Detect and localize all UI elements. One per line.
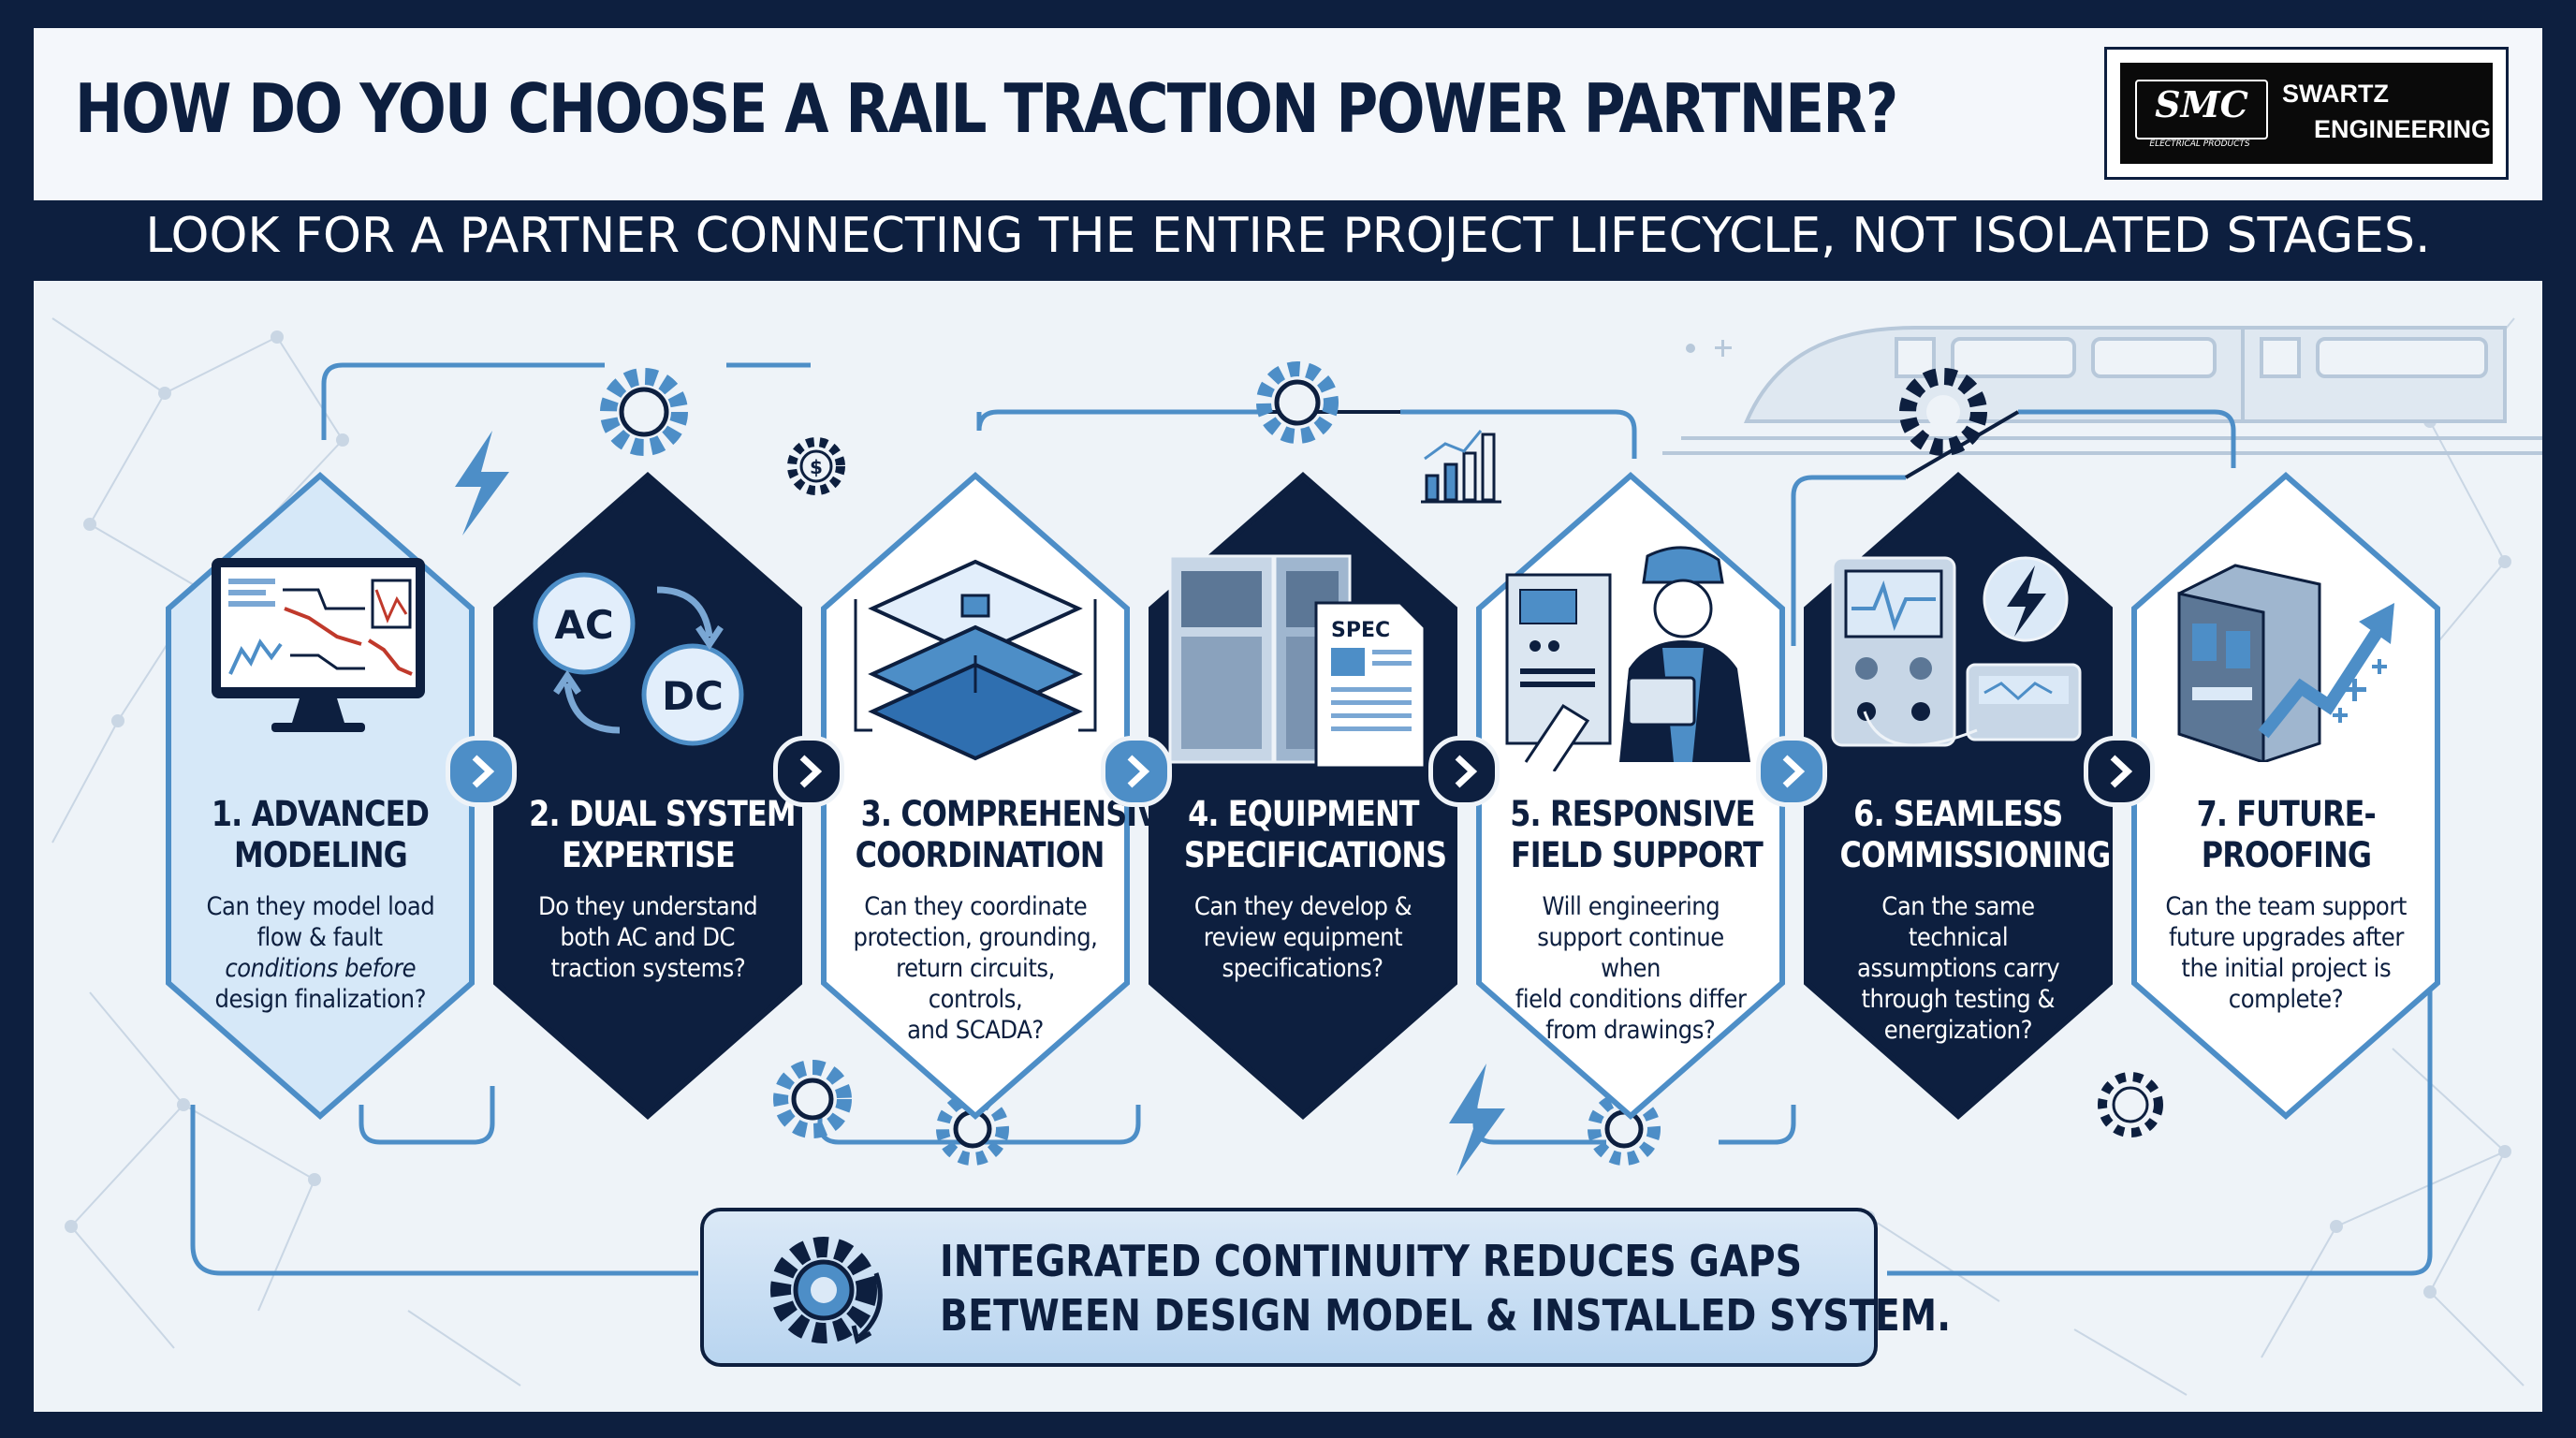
- step-5-card[interactable]: 5. RESPONSIVE FIELD SUPPORT Will enginee…: [1471, 468, 1790, 1123]
- step-3-title: 3. COMPREHENSIVE COORDINATION: [855, 794, 1179, 875]
- logo-background: SMC ELECTRICAL PRODUCTS SWARTZ ENGINEERI…: [2120, 63, 2493, 164]
- step-2-question: Do they understand both AC and DC tracti…: [537, 892, 758, 983]
- lightning-bolt-icon: [1449, 1064, 1505, 1176]
- footer-line-2: BETWEEN DESIGN MODEL & INSTALLED SYSTEM.: [940, 1290, 1952, 1341]
- step-5-question: Will engineering support continue when f…: [1515, 892, 1747, 1045]
- next-arrow-icon: [1756, 736, 1827, 807]
- next-arrow-icon: [2084, 736, 2155, 807]
- step-2-title: 2. DUAL SYSTEM EXPERTISE: [529, 794, 796, 875]
- step-3-question: Can they coordinate protection, groundin…: [853, 892, 1098, 1045]
- page-title: HOW DO YOU CHOOSE A RAIL TRACTION POWER …: [75, 69, 1898, 148]
- logo-name-line2: ENGINEERING: [2313, 115, 2491, 143]
- step-4-card[interactable]: SPEC 4. EQUIPMENT SPECIFICATIONS Can the…: [1144, 468, 1462, 1123]
- logo-mark: SMC: [2135, 80, 2268, 139]
- footer-line-1: INTEGRATED CONTINUITY REDUCES GAPS: [940, 1236, 1803, 1286]
- svg-text:AC: AC: [554, 602, 613, 648]
- next-arrow-icon: [446, 736, 517, 807]
- train-illustration: [1662, 326, 2542, 455]
- step-7-title: 7. FUTURE- PROOFING: [2196, 794, 2376, 875]
- field-engineer-icon: [1505, 546, 1750, 771]
- svg-text:DC: DC: [662, 673, 724, 719]
- svg-text:$: $: [810, 456, 823, 478]
- step-4-title: 4. EQUIPMENT SPECIFICATIONS: [1183, 794, 1447, 875]
- gear-icon: [773, 1060, 852, 1138]
- cabinet-spec-icon: SPEC: [1168, 554, 1427, 770]
- logo-name-line1: SWARTZ: [2282, 80, 2389, 108]
- step-5-title: 5. RESPONSIVE FIELD SUPPORT: [1510, 794, 1764, 875]
- next-arrow-icon: [1101, 736, 1172, 807]
- gear-icon: [1256, 361, 1339, 444]
- company-logo: SMC ELECTRICAL PRODUCTS SWARTZ ENGINEERI…: [2104, 47, 2509, 180]
- hexagon-shape: [821, 472, 1130, 1120]
- step-6-question: Can the same technical assumptions carry…: [1856, 892, 2060, 1045]
- monitor-chart-icon: [212, 558, 425, 732]
- gear-icon: [1899, 368, 1987, 456]
- logo-mark-text: SMC: [2155, 83, 2248, 125]
- content-area: $: [34, 281, 2542, 1412]
- step-1-title: 1. ADVANCED MODELING: [211, 794, 430, 875]
- subtitle: LOOK FOR A PARTNER CONNECTING THE ENTIRE…: [145, 208, 2431, 264]
- gear-icon: [600, 368, 688, 456]
- step-7-card[interactable]: 7. FUTURE- PROOFING Can the team support…: [2127, 468, 2445, 1123]
- step-6-title: 6. SEAMLESS COMMISSIONING: [1839, 794, 2112, 875]
- bar-chart-icon: [1421, 430, 1501, 504]
- next-arrow-icon: [773, 736, 844, 807]
- upgrade-box-icon: [2177, 564, 2394, 762]
- ac-dc-icon: AC DC: [533, 572, 744, 746]
- gear-icon: [2098, 1072, 2163, 1137]
- footer-callout: INTEGRATED CONTINUITY REDUCES GAPS BETWE…: [700, 1208, 1951, 1367]
- svg-text:SPEC: SPEC: [1331, 619, 1390, 642]
- gear-cycle-icon: [770, 1237, 883, 1344]
- step-6-card[interactable]: 6. SEAMLESS COMMISSIONING Can the same t…: [1799, 468, 2117, 1123]
- next-arrow-icon: [1428, 736, 1500, 807]
- gear-dollar-icon: $: [787, 437, 845, 495]
- step-7-question: Can the team support future upgrades aft…: [2165, 892, 2407, 1014]
- step-1-card[interactable]: 1. ADVANCED MODELING Can they model load…: [161, 468, 479, 1123]
- step-2-card[interactable]: AC DC 2. DUAL SYSTEM EXPERTISE Do they u…: [489, 468, 807, 1123]
- lightning-bolt-icon: [455, 431, 509, 536]
- step-3-card[interactable]: 3. COMPREHENSIVE COORDINATION Can they c…: [816, 468, 1179, 1123]
- sparkle-marks: [1686, 340, 1732, 357]
- step-4-question: Can they develop & review equipment spec…: [1193, 892, 1412, 983]
- logo-mark-subtext: ELECTRICAL PRODUCTS: [2149, 139, 2250, 149]
- test-equipment-icon: [1831, 556, 2082, 747]
- layers-icon: [854, 559, 1097, 761]
- step-1-question: Can they model load flow & fault conditi…: [206, 892, 434, 1014]
